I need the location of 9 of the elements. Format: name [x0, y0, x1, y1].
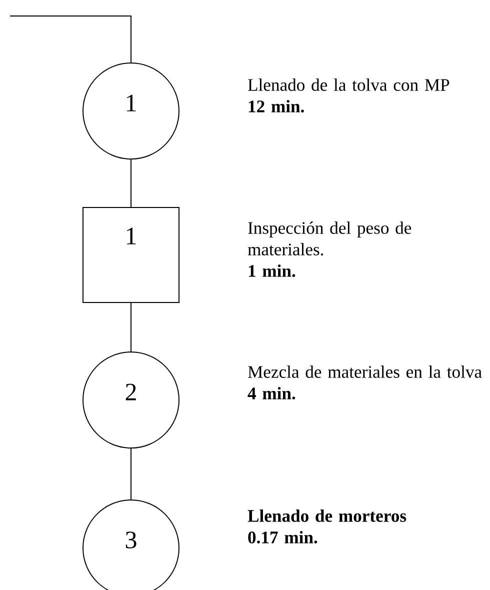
connector-line	[130, 159, 132, 208]
inspection-box: 1	[82, 207, 180, 303]
step-description: Llenado de la tolva con MP 12 min.	[248, 78, 450, 112]
connector-line	[10, 16, 132, 63]
step-description: Llenado de morteros 0.17 min.	[248, 510, 406, 544]
step-description: Mezcla de materiales en la tolva 4 min.	[248, 366, 482, 400]
connector-line	[130, 302, 132, 352]
connector-line	[130, 448, 132, 500]
step-description: Inspección del peso de materiales. 1 min.	[248, 222, 412, 277]
